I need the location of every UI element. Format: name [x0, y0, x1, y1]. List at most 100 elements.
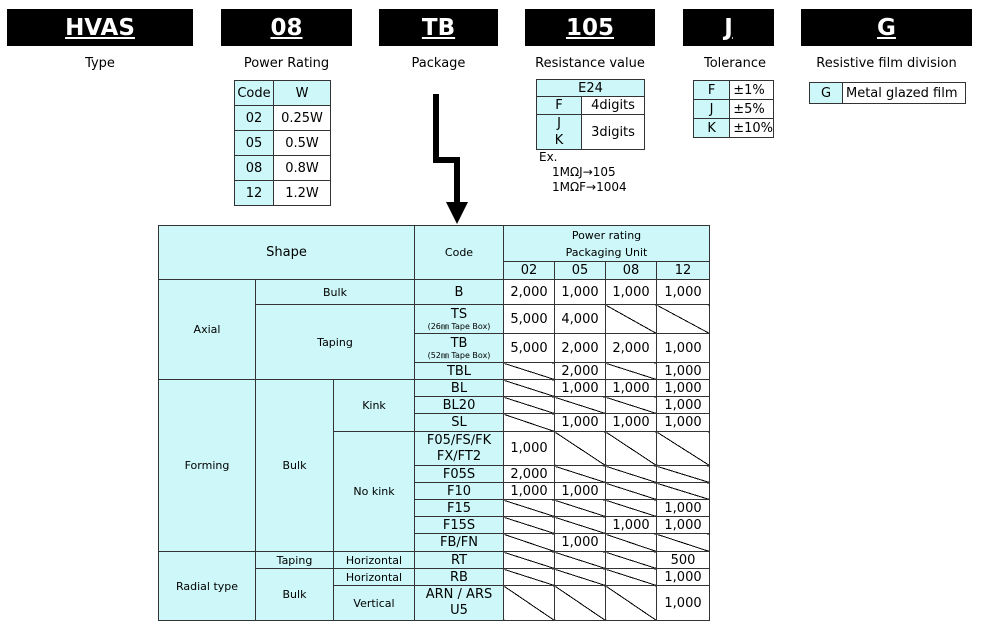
value-cell: 1,000: [656, 379, 710, 397]
value-cell: 1,000: [605, 413, 657, 432]
sub-bulk: Bulk: [255, 379, 334, 552]
value-cell: [656, 482, 710, 500]
value-cell: 1,000: [656, 499, 710, 517]
value-cell: [605, 396, 657, 414]
resistance-digits: 3digits: [581, 114, 645, 150]
code-cell: FB∕FN: [414, 533, 504, 552]
value-cell: 1,000: [605, 279, 657, 305]
value-cell: 1,000: [503, 431, 555, 466]
value-cell: [656, 304, 710, 334]
value-cell: [605, 482, 657, 500]
value-cell: [656, 465, 710, 483]
code-cell: F10: [414, 482, 504, 500]
value-cell: [656, 533, 710, 552]
sub-bulk: Bulk: [255, 568, 334, 621]
col-header: 12: [656, 261, 710, 280]
value-cell: [554, 465, 606, 483]
value-cell: [605, 551, 657, 569]
tolerance-code: J: [692, 99, 731, 119]
caption-type: Type: [85, 56, 115, 71]
sub-bulk: Bulk: [255, 279, 415, 305]
film-code: G: [809, 82, 843, 104]
code-cell: F15: [414, 499, 504, 517]
value-cell: 2,000: [605, 333, 657, 363]
code-cell: TBL: [414, 362, 504, 380]
value-cell: [605, 465, 657, 483]
value-cell: 4,000: [554, 304, 606, 334]
value-cell: 500: [656, 551, 710, 569]
power-code: 08: [234, 155, 274, 181]
sub-vertical: Vertical: [333, 585, 415, 621]
group-axial: Axial: [158, 279, 256, 380]
code-cell: F05S: [414, 465, 504, 483]
value-cell: [605, 362, 657, 380]
value-cell: [554, 431, 606, 466]
sub-kink: Kink: [333, 379, 415, 432]
value-cell: 2,000: [554, 333, 606, 363]
caption-power: Power Rating: [243, 56, 330, 71]
code-cell: TB(52㎜ Tape Box): [414, 333, 504, 363]
header-tolerance-code: J: [683, 9, 774, 46]
power-head-w: W: [273, 80, 331, 106]
code-note: (26㎜ Tape Box): [427, 322, 491, 331]
value-cell: [503, 362, 555, 380]
value-cell: [503, 516, 555, 534]
sub-no-kink: No kink: [333, 431, 415, 552]
code-text: TS: [450, 307, 468, 322]
value-cell: 1,000: [554, 413, 606, 432]
example-line: 1MΩF→1004: [552, 180, 627, 194]
value-cell: 1,000: [656, 279, 710, 305]
sub-taping: Taping: [255, 304, 415, 380]
group-forming: Forming: [158, 379, 256, 552]
sub-horizontal: Horizontal: [333, 551, 415, 569]
value-cell: 2,000: [503, 465, 555, 483]
header-type-code: HVAS: [7, 9, 193, 46]
code-text: U5: [450, 603, 468, 618]
value-cell: 1,000: [656, 396, 710, 414]
value-cell: 5,000: [503, 333, 555, 363]
code-note: (52㎜ Tape Box): [427, 351, 491, 360]
power-value: 0.5W: [273, 130, 331, 156]
power-code: 12: [234, 180, 274, 206]
code-cell: BL: [414, 379, 504, 397]
value-cell: [503, 568, 555, 586]
value-cell: 1,000: [656, 568, 710, 586]
header-package-code: TB: [379, 9, 498, 46]
tolerance-value: ±1%: [729, 80, 774, 100]
col-header: 08: [605, 261, 657, 280]
value-cell: 1,000: [656, 413, 710, 432]
tolerance-table: F±1% J±5% K±10%: [692, 80, 774, 138]
code-header: Code: [414, 225, 504, 280]
code-text: TB: [450, 336, 468, 351]
value-cell: [554, 568, 606, 586]
value-cell: [605, 533, 657, 552]
code-cell: TS(26㎜ Tape Box): [414, 304, 504, 334]
value-cell: 1,000: [605, 379, 657, 397]
code-text: FX∕FT2: [436, 448, 482, 464]
value-cell: [656, 431, 710, 466]
code-cell: B: [414, 279, 504, 305]
power-code: 05: [234, 130, 274, 156]
code-cell: BL20: [414, 396, 504, 414]
header-resistance-code: 105: [525, 9, 655, 46]
value-cell: [605, 568, 657, 586]
value-cell: 1,000: [554, 379, 606, 397]
value-cell: [503, 585, 555, 621]
resistance-digits: 4digits: [581, 96, 645, 115]
caption-package: Package: [411, 56, 466, 71]
example-line: 1MΩJ→105: [552, 165, 616, 179]
value-cell: [503, 499, 555, 517]
resistance-code: J K: [536, 114, 582, 150]
value-cell: 1,000: [554, 279, 606, 305]
header-power-code: 08: [221, 9, 352, 46]
value-cell: [503, 533, 555, 552]
value-cell: [554, 499, 606, 517]
value-cell: [554, 516, 606, 534]
value-cell: [605, 431, 657, 466]
value-cell: 1,000: [656, 362, 710, 380]
